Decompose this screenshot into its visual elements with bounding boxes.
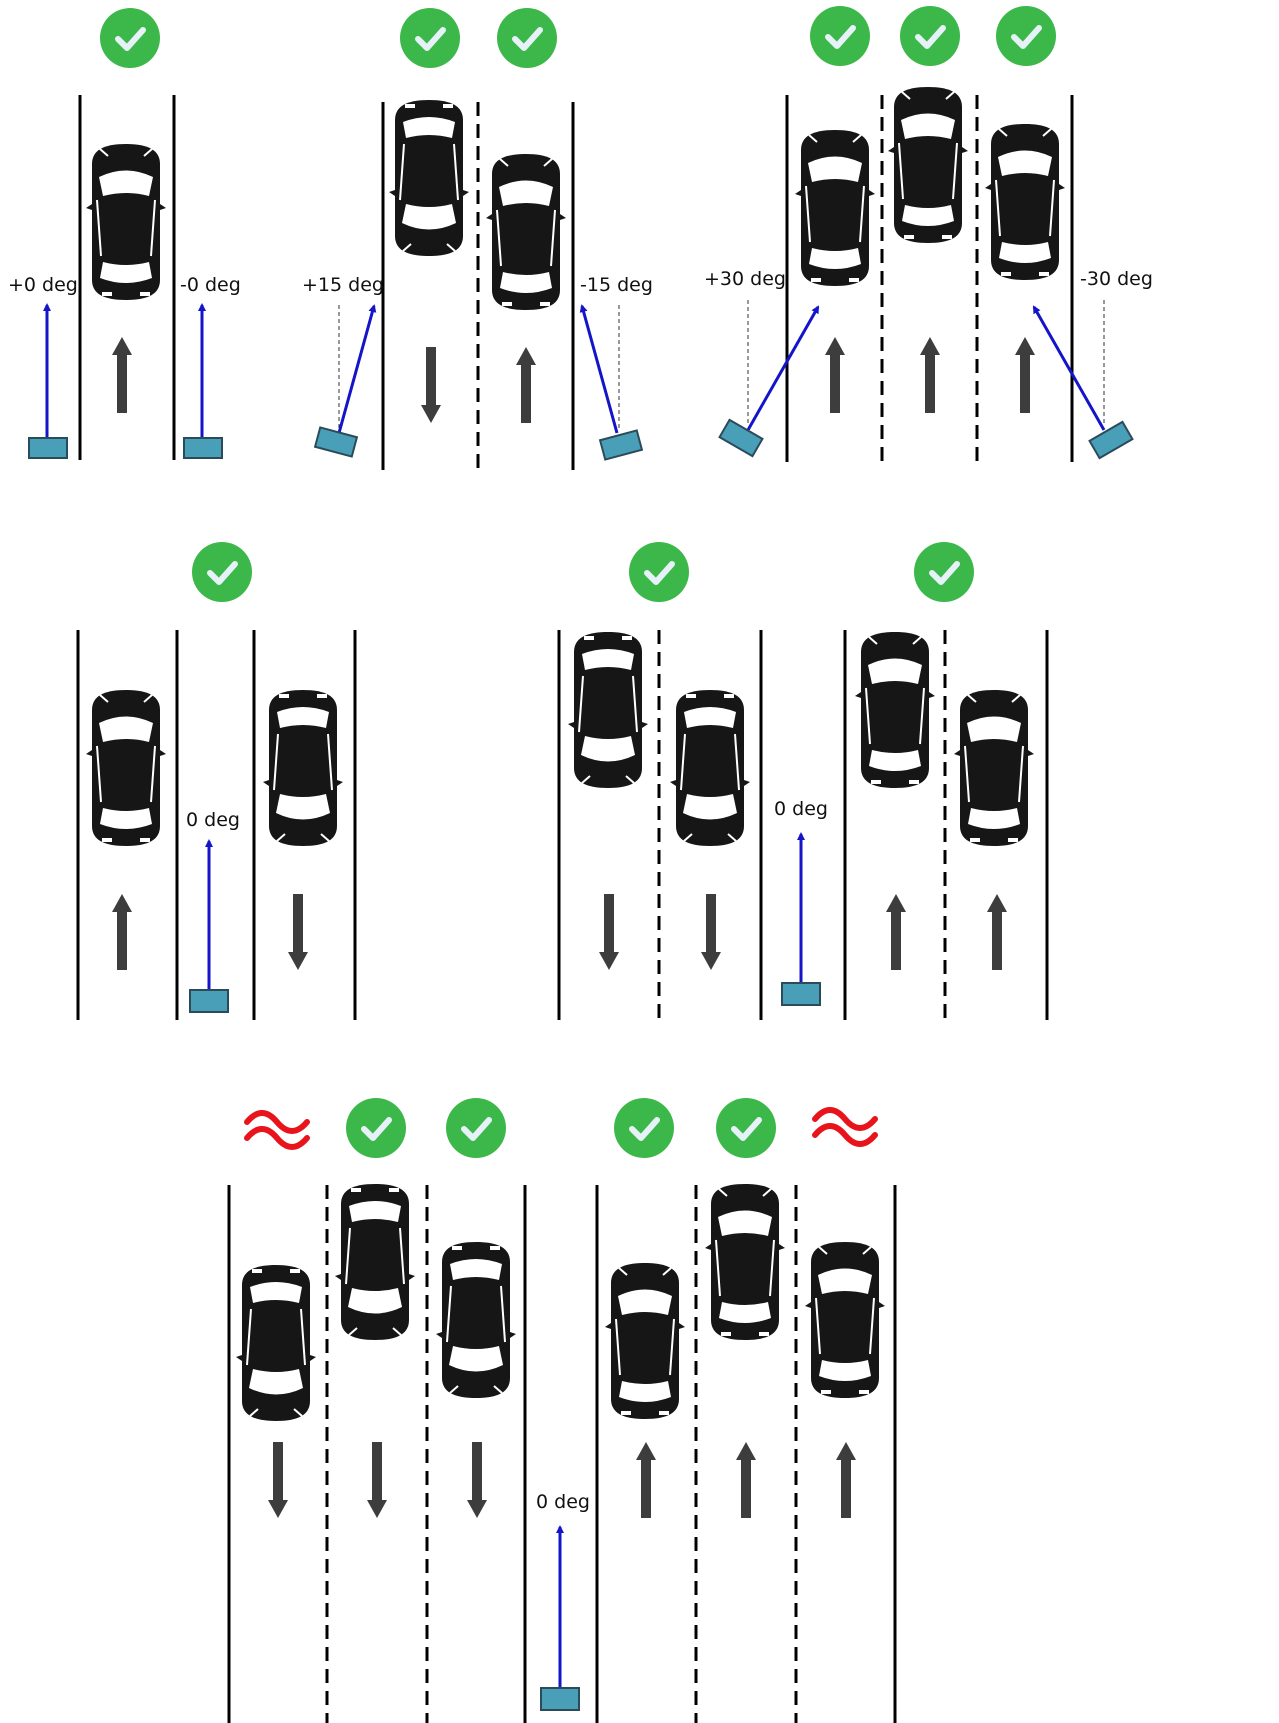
direction-arrow-icon <box>516 347 536 423</box>
check-circle-icon <box>400 8 460 68</box>
car-icon <box>670 690 750 846</box>
direction-arrow-icon <box>367 1442 387 1518</box>
check-circle-icon <box>446 1098 506 1158</box>
check-circle-icon <box>629 542 689 602</box>
car-icon <box>335 1184 415 1340</box>
direction-arrow-icon <box>886 894 906 970</box>
car-icon <box>604 1262 686 1420</box>
radar-sensor-icon <box>189 989 229 1013</box>
check-circle-icon <box>192 542 252 602</box>
radar-beam <box>746 305 820 431</box>
angle-label: +0 deg <box>8 274 78 296</box>
radar-beam <box>1032 305 1106 431</box>
angle-label: 0 deg <box>536 1491 590 1513</box>
direction-arrow-icon <box>268 1442 288 1518</box>
angle-label: 0 deg <box>774 798 828 820</box>
car-icon <box>236 1265 316 1421</box>
scenario-3: +30 deg -30 deg <box>704 6 1153 462</box>
angle-label: +15 deg <box>302 274 384 296</box>
car-icon <box>854 631 936 789</box>
radar-beam <box>337 304 377 434</box>
check-circle-icon <box>900 6 960 66</box>
check-circle-icon <box>996 6 1056 66</box>
car-icon <box>485 153 567 311</box>
radar-sensor-icon <box>718 418 764 458</box>
car-icon <box>804 1241 886 1399</box>
angle-label: -30 deg <box>1080 268 1153 290</box>
direction-arrow-icon <box>112 337 132 413</box>
radar-sensor-icon <box>598 429 644 461</box>
car-icon <box>984 123 1066 281</box>
direction-arrow-icon <box>1015 337 1035 413</box>
car-icon <box>85 689 167 847</box>
direction-arrow-icon <box>467 1442 487 1518</box>
direction-arrow-icon <box>288 894 308 970</box>
check-circle-icon <box>614 1098 674 1158</box>
angle-label: -15 deg <box>580 274 653 296</box>
check-circle-icon <box>716 1098 776 1158</box>
check-circle-icon <box>914 542 974 602</box>
direction-arrow-icon <box>836 1442 856 1518</box>
car-icon <box>794 129 876 287</box>
direction-arrow-icon <box>421 347 441 423</box>
direction-arrow-icon <box>920 337 940 413</box>
scenario-6: 0 deg <box>227 1098 897 1723</box>
car-icon <box>704 1183 786 1341</box>
radar-sensor-icon <box>28 437 68 459</box>
radar-sensor-icon <box>313 426 359 458</box>
direction-arrow-icon <box>825 337 845 413</box>
direction-arrow-icon <box>599 894 619 970</box>
check-circle-icon <box>346 1098 406 1158</box>
radar-sensor-icon <box>183 437 223 459</box>
check-circle-icon <box>100 8 160 68</box>
car-icon <box>953 689 1035 847</box>
car-icon <box>389 100 469 256</box>
check-circle-icon <box>497 8 557 68</box>
radar-sensor-icon <box>1088 420 1134 460</box>
angle-label: -0 deg <box>180 274 241 296</box>
scenario-2: +15 deg -15 deg <box>302 8 653 470</box>
direction-arrow-icon <box>987 894 1007 970</box>
scenario-1: +0 deg -0 deg <box>8 8 241 460</box>
direction-arrow-icon <box>636 1442 656 1518</box>
radar-beam <box>579 304 619 434</box>
car-icon <box>436 1242 516 1398</box>
car-icon <box>263 690 343 846</box>
direction-arrow-icon <box>736 1442 756 1518</box>
direction-arrow-icon <box>112 894 132 970</box>
angle-label: 0 deg <box>186 809 240 831</box>
car-icon <box>887 86 969 244</box>
radar-sensor-icon <box>781 982 821 1006</box>
car-icon <box>568 632 648 788</box>
radar-sensor-icon <box>540 1687 580 1711</box>
scenario-4: 0 deg <box>76 542 357 1020</box>
approx-icon <box>247 1113 307 1147</box>
scenario-5: 0 deg <box>557 542 1049 1020</box>
car-icon <box>85 143 167 301</box>
approx-icon <box>815 1110 875 1144</box>
angle-label: +30 deg <box>704 268 786 290</box>
check-circle-icon <box>810 6 870 66</box>
direction-arrow-icon <box>701 894 721 970</box>
